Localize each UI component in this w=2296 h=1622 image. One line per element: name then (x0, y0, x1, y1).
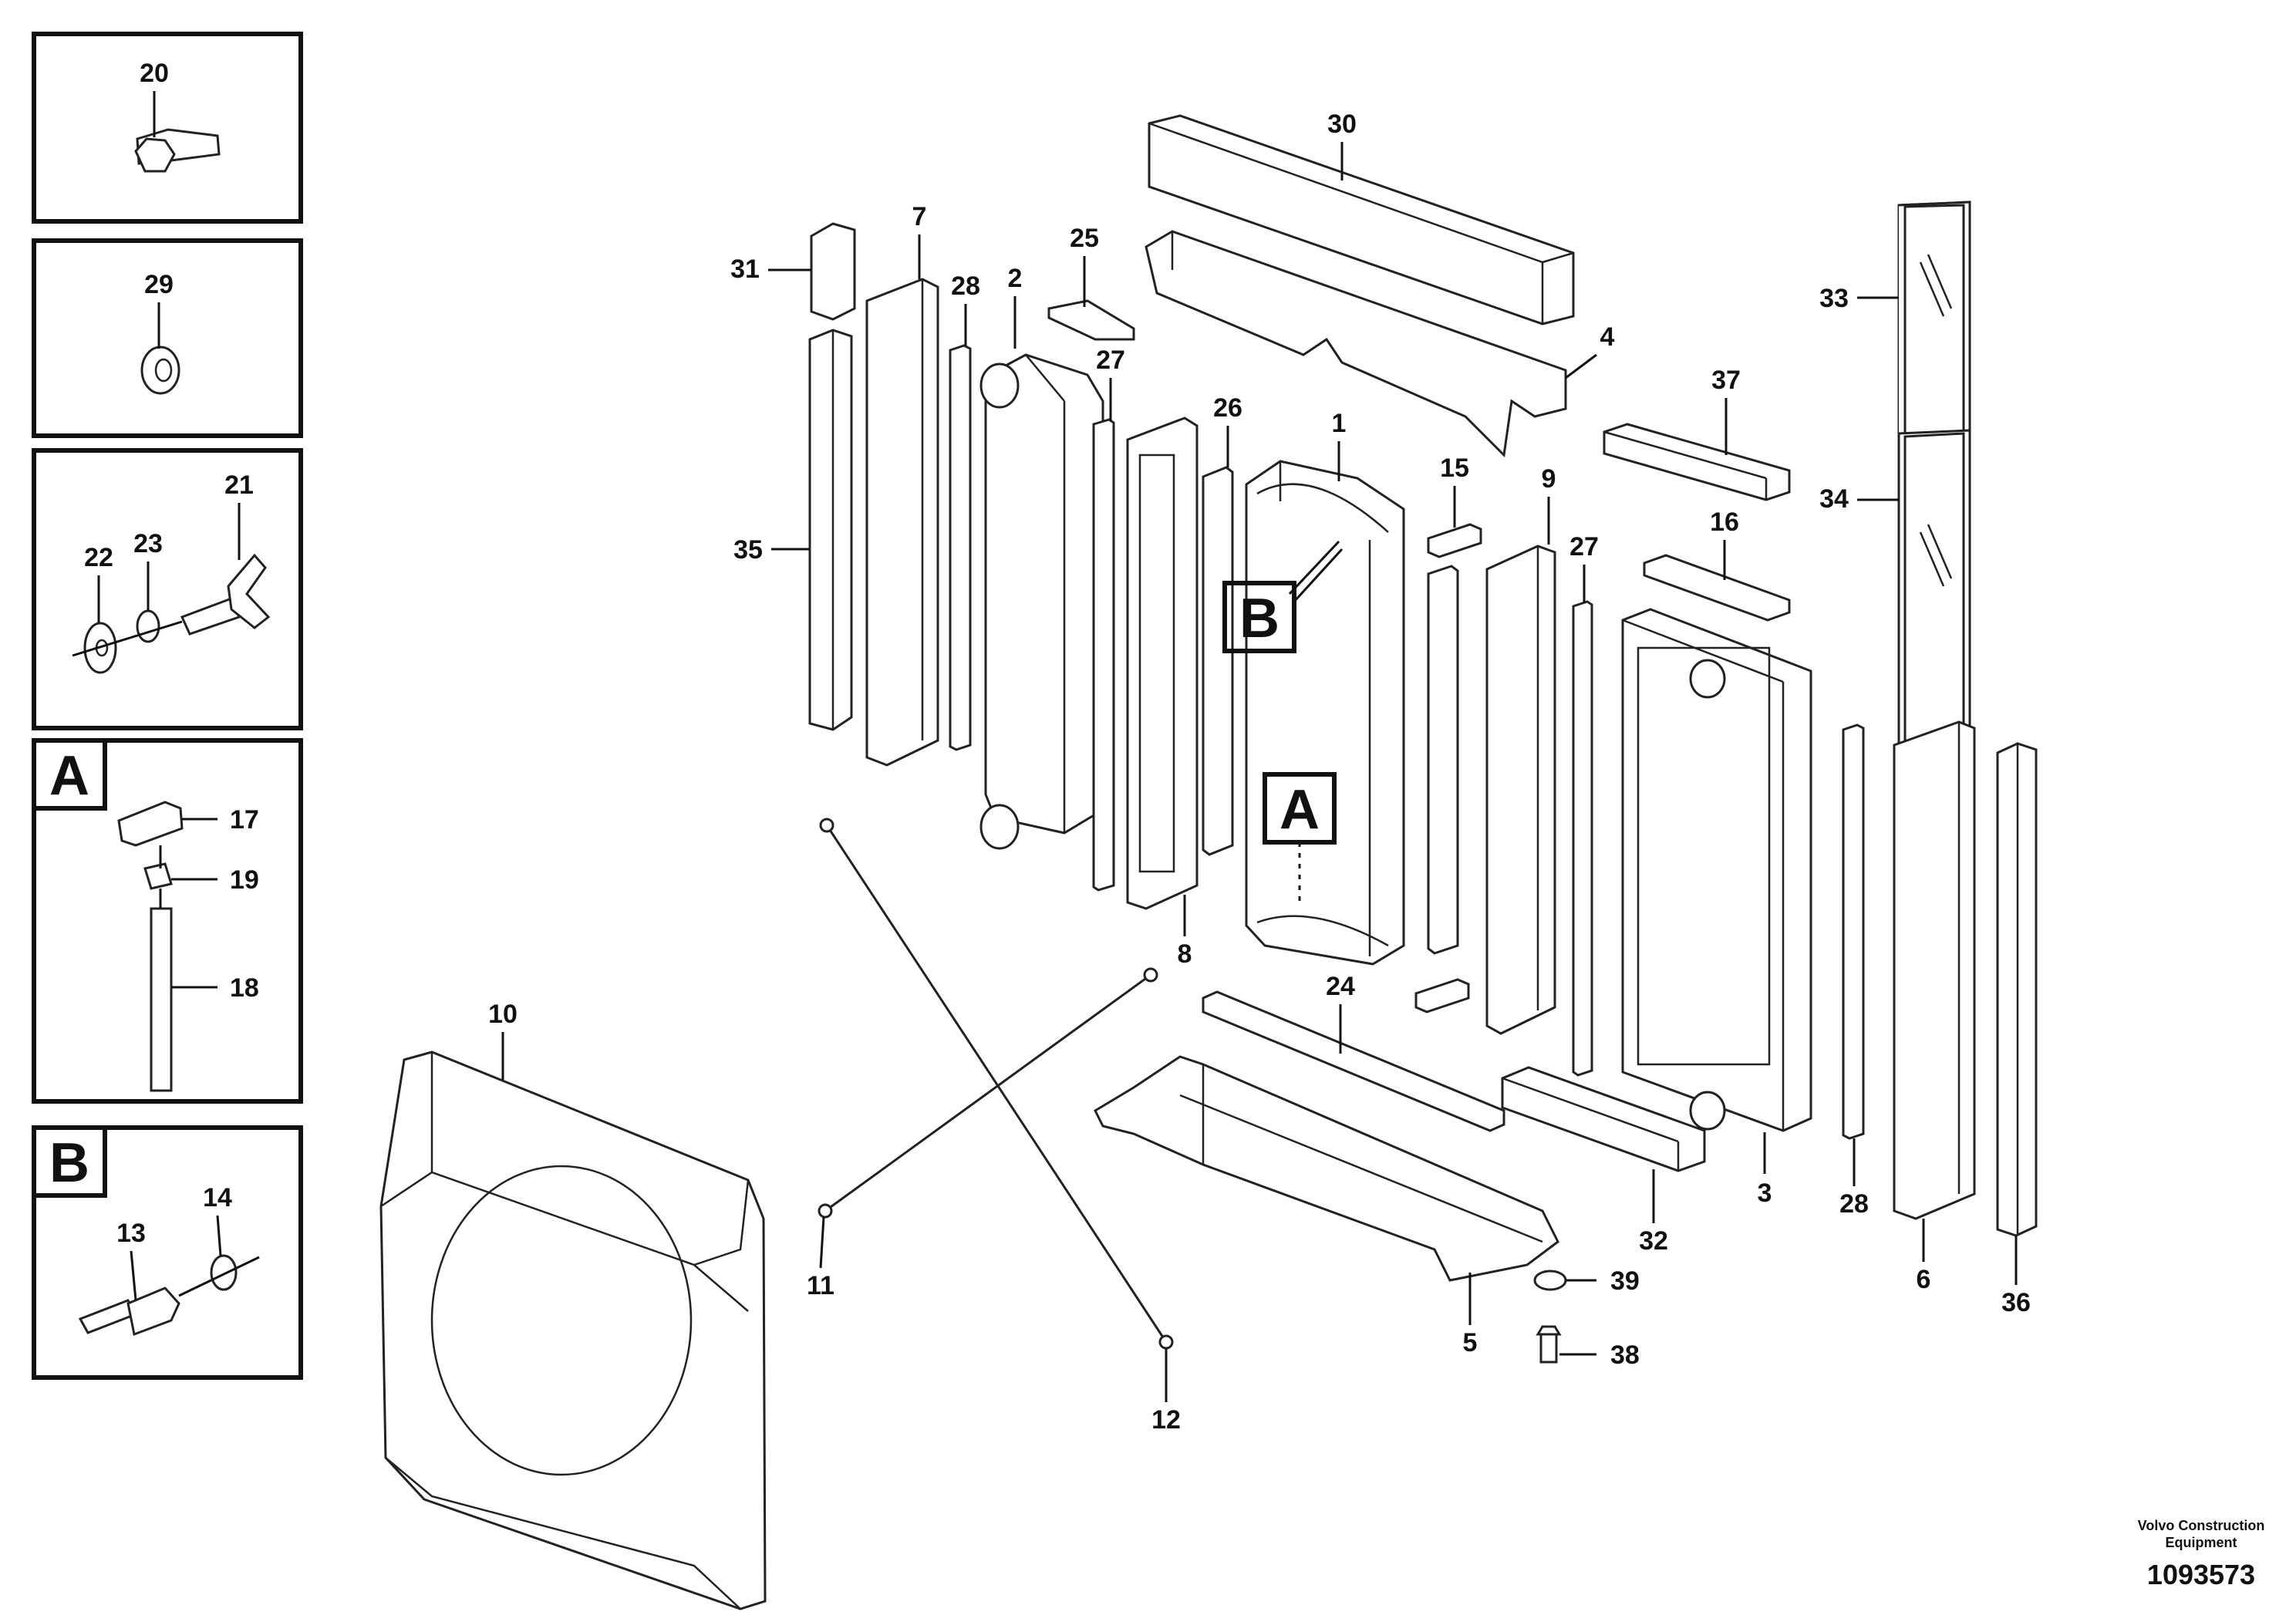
part-28-strip-right: 28 (1839, 723, 1869, 1219)
part-11-stay-rod: 11 (807, 967, 1158, 1300)
part-28-strip-left: 28 (949, 271, 980, 751)
callout-30: 30 (1327, 110, 1357, 139)
part-30-top-cover: 30 (1148, 110, 1575, 325)
part-38-bolt: 38 (1536, 1325, 1640, 1370)
part-26-foam: 26 (1202, 393, 1242, 856)
callout-26: 26 (1213, 393, 1242, 423)
part-27-strip-left: 27 (1092, 346, 1125, 892)
callout-34: 34 (1819, 484, 1849, 514)
detail-box-B: B 13 14 (32, 1125, 303, 1380)
svg-text:B: B (1239, 588, 1279, 649)
callout-36: 36 (2001, 1288, 2031, 1317)
callout-28a: 28 (951, 271, 980, 301)
callout-11: 11 (807, 1271, 834, 1300)
part-15-bracket-lower (1414, 978, 1470, 1013)
part-37-foam-block: 37 (1603, 366, 1791, 501)
detail-box-20: 20 (32, 32, 303, 224)
callout-9: 9 (1542, 464, 1556, 494)
part-25-bracket: 25 (1047, 224, 1135, 341)
callout-23: 23 (133, 529, 163, 558)
callout-25: 25 (1070, 224, 1099, 253)
detail-marker-b-box: B (49, 1132, 89, 1194)
callout-37: 37 (1711, 366, 1741, 395)
callout-29: 29 (144, 270, 174, 299)
detail-box-21-23: 21 22 23 (32, 448, 303, 730)
part-15-bracket: 15 (1427, 454, 1482, 558)
part-36-foam-right: 36 (1996, 742, 2038, 1317)
callout-8: 8 (1178, 939, 1192, 969)
part-12-stay-rod: 12 (819, 818, 1181, 1435)
callout-21: 21 (224, 470, 254, 500)
callout-27a: 27 (1096, 346, 1125, 375)
part-32-foam-block: 32 (1501, 1066, 1706, 1256)
callout-17: 17 (230, 805, 259, 835)
footer-drawing-number: 1093573 (2147, 1559, 2255, 1590)
callout-1: 1 (1332, 409, 1347, 438)
callout-39: 39 (1610, 1266, 1640, 1296)
part-6-side-plate: 6 (1893, 720, 1976, 1294)
callout-4: 4 (1600, 322, 1615, 352)
callout-2: 2 (1008, 264, 1023, 293)
footer-company-line1: Volvo Construction (2138, 1518, 2265, 1533)
part-16-gasket: 16 (1643, 508, 1791, 622)
callout-7: 7 (912, 202, 927, 231)
part-39-washer: 39 (1533, 1266, 1640, 1296)
callout-35: 35 (733, 535, 763, 565)
callout-27b: 27 (1569, 532, 1599, 561)
part-4-top-bracket: 4 (1145, 230, 1615, 458)
part-34-screen-lower: 34 (1819, 429, 1971, 781)
callout-31: 31 (730, 255, 760, 284)
callout-24: 24 (1326, 972, 1355, 1001)
callout-6: 6 (1917, 1265, 1931, 1294)
part-3-cooler: 3 (1621, 608, 1812, 1208)
part-7-side-plate: 7 (865, 202, 939, 767)
detail-marker-a-box: A (49, 745, 89, 807)
callout-16: 16 (1710, 508, 1739, 537)
svg-text:A: A (1279, 779, 1320, 841)
callout-14: 14 (203, 1183, 232, 1212)
callout-33: 33 (1819, 284, 1849, 313)
callout-20: 20 (140, 59, 169, 88)
part-24-strip: 24 (1202, 972, 1505, 1132)
part-5-bottom-bracket: 5 (1094, 1055, 1559, 1357)
callout-19: 19 (230, 865, 259, 895)
callout-28b: 28 (1839, 1189, 1869, 1219)
callout-5: 5 (1463, 1328, 1478, 1357)
callout-12: 12 (1151, 1405, 1181, 1435)
part-27-strip-right: 27 (1569, 532, 1599, 1077)
callout-22: 22 (84, 543, 113, 572)
callout-13: 13 (116, 1219, 146, 1248)
part-1-radiator: 1 (1245, 409, 1405, 966)
footer-brand: Volvo Construction Equipment 1093573 (2138, 1518, 2265, 1590)
callout-38: 38 (1610, 1340, 1640, 1370)
part-foam-center (1427, 565, 1459, 955)
detail-box-A: A 17 19 18 (32, 738, 303, 1104)
detail-marker-b-main: B (1222, 540, 1344, 653)
callout-32: 32 (1639, 1226, 1668, 1256)
part-2-charge-air-cooler: 2 (979, 264, 1104, 850)
detail-marker-a-main: A (1263, 772, 1337, 901)
part-8-frame: 8 (1126, 416, 1199, 969)
callout-18: 18 (230, 973, 259, 1003)
part-10-fan-shroud: 10 (379, 1000, 767, 1610)
part-9-side-plate: 9 (1485, 464, 1556, 1035)
callout-15: 15 (1440, 454, 1469, 483)
detail-box-29: 29 (32, 238, 303, 438)
callout-10: 10 (488, 1000, 518, 1029)
footer-company-line2: Equipment (2166, 1535, 2237, 1550)
part-31-35-left-seal: 31 35 (730, 222, 856, 731)
callout-3: 3 (1758, 1179, 1772, 1208)
